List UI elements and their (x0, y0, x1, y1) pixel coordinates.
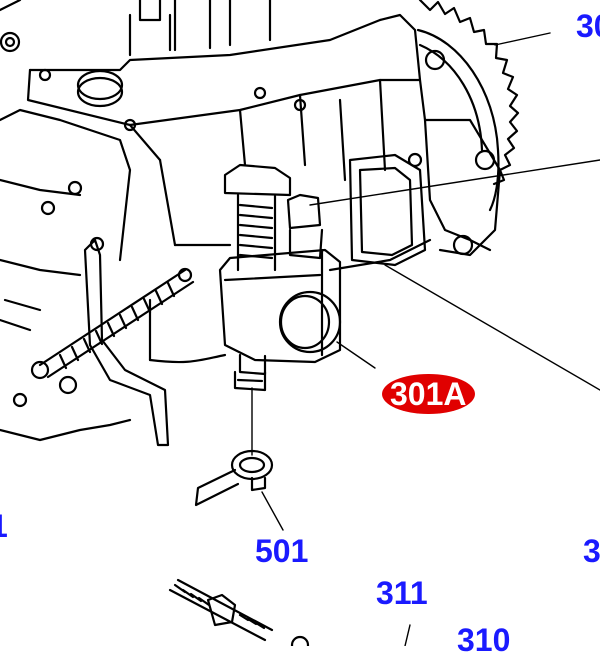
label-highlighted-part[interactable]: 301A (382, 374, 475, 414)
leader-lines (251, 32, 600, 646)
governor-cover (348, 49, 502, 267)
drive-gear (416, 0, 520, 212)
banjo-fitting (194, 449, 274, 507)
lever-bracket (83, 236, 170, 447)
adjuster-spring (0, 267, 195, 380)
stud-bolt (168, 578, 310, 646)
label-right-edge[interactable]: 3 (583, 533, 600, 569)
label-top-right[interactable]: 30 (576, 8, 600, 44)
label-left-edge[interactable]: 1 (0, 510, 8, 542)
label-bolt[interactable]: 311 (376, 575, 428, 611)
pump-housing (0, 0, 492, 442)
label-bottom[interactable]: 310 (457, 622, 511, 658)
label-fitting[interactable]: 501 (255, 533, 309, 569)
valve-block (218, 163, 342, 392)
